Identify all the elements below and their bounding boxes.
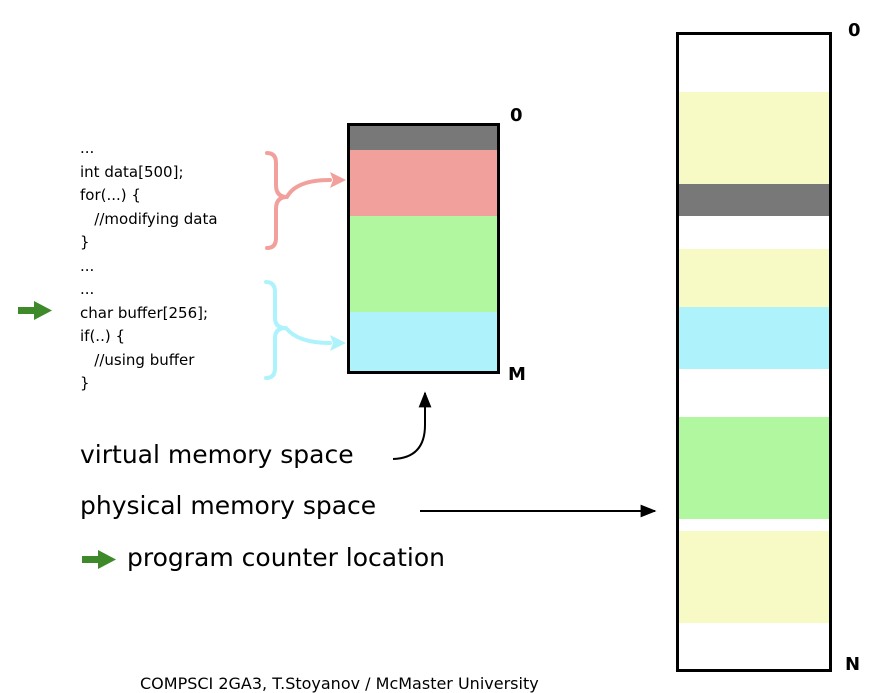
physical-memory-block [676,32,832,672]
code-line: if(..) { [80,327,125,345]
pm-segment-green [679,417,829,519]
code-line: ... [80,139,95,157]
pm-segment-yellow [679,92,829,184]
legend-arrow-icon [82,550,116,569]
vm-end-label: M [508,364,526,385]
pm-segment-yellow [679,249,829,307]
code-line: //using buffer [80,350,195,369]
data-arrowhead [330,172,346,188]
code-line: //modifying data [80,209,218,228]
code-listing: ... int data[500]; for(...) { //modifyin… [80,137,218,396]
code-line: ... [80,280,95,298]
data-brace [265,151,332,250]
pm-segment-yellow [679,531,829,623]
code-line: for(...) { [80,186,141,204]
virtual-memory-caption: virtual memory space [80,440,354,469]
vm-segment-green [350,216,497,312]
code-line: char buffer[256]; [80,303,209,322]
code-line: int data[500]; [80,162,184,181]
pm-segment-gray [679,184,829,216]
vm-segment-buffer [350,312,497,371]
buffer-arrowhead [330,335,346,351]
pm-start-label: 0 [848,20,861,41]
vm-start-label: 0 [510,105,523,126]
program-counter-legend: program counter location [127,543,445,572]
vm-segment-data [350,150,497,216]
program-counter-arrow [18,301,52,320]
code-line: } [80,374,90,392]
code-line: ... [80,256,95,275]
code-line: } [80,233,90,251]
buffer-brace [264,280,332,380]
physical-memory-caption: physical memory space [80,491,377,520]
pm-end-label: N [845,654,861,675]
virtual-memory-block [347,123,500,374]
vm-segment-gray [350,126,497,150]
pm-segment-cyan [679,307,829,369]
virtual-caption-arrow [392,391,432,460]
